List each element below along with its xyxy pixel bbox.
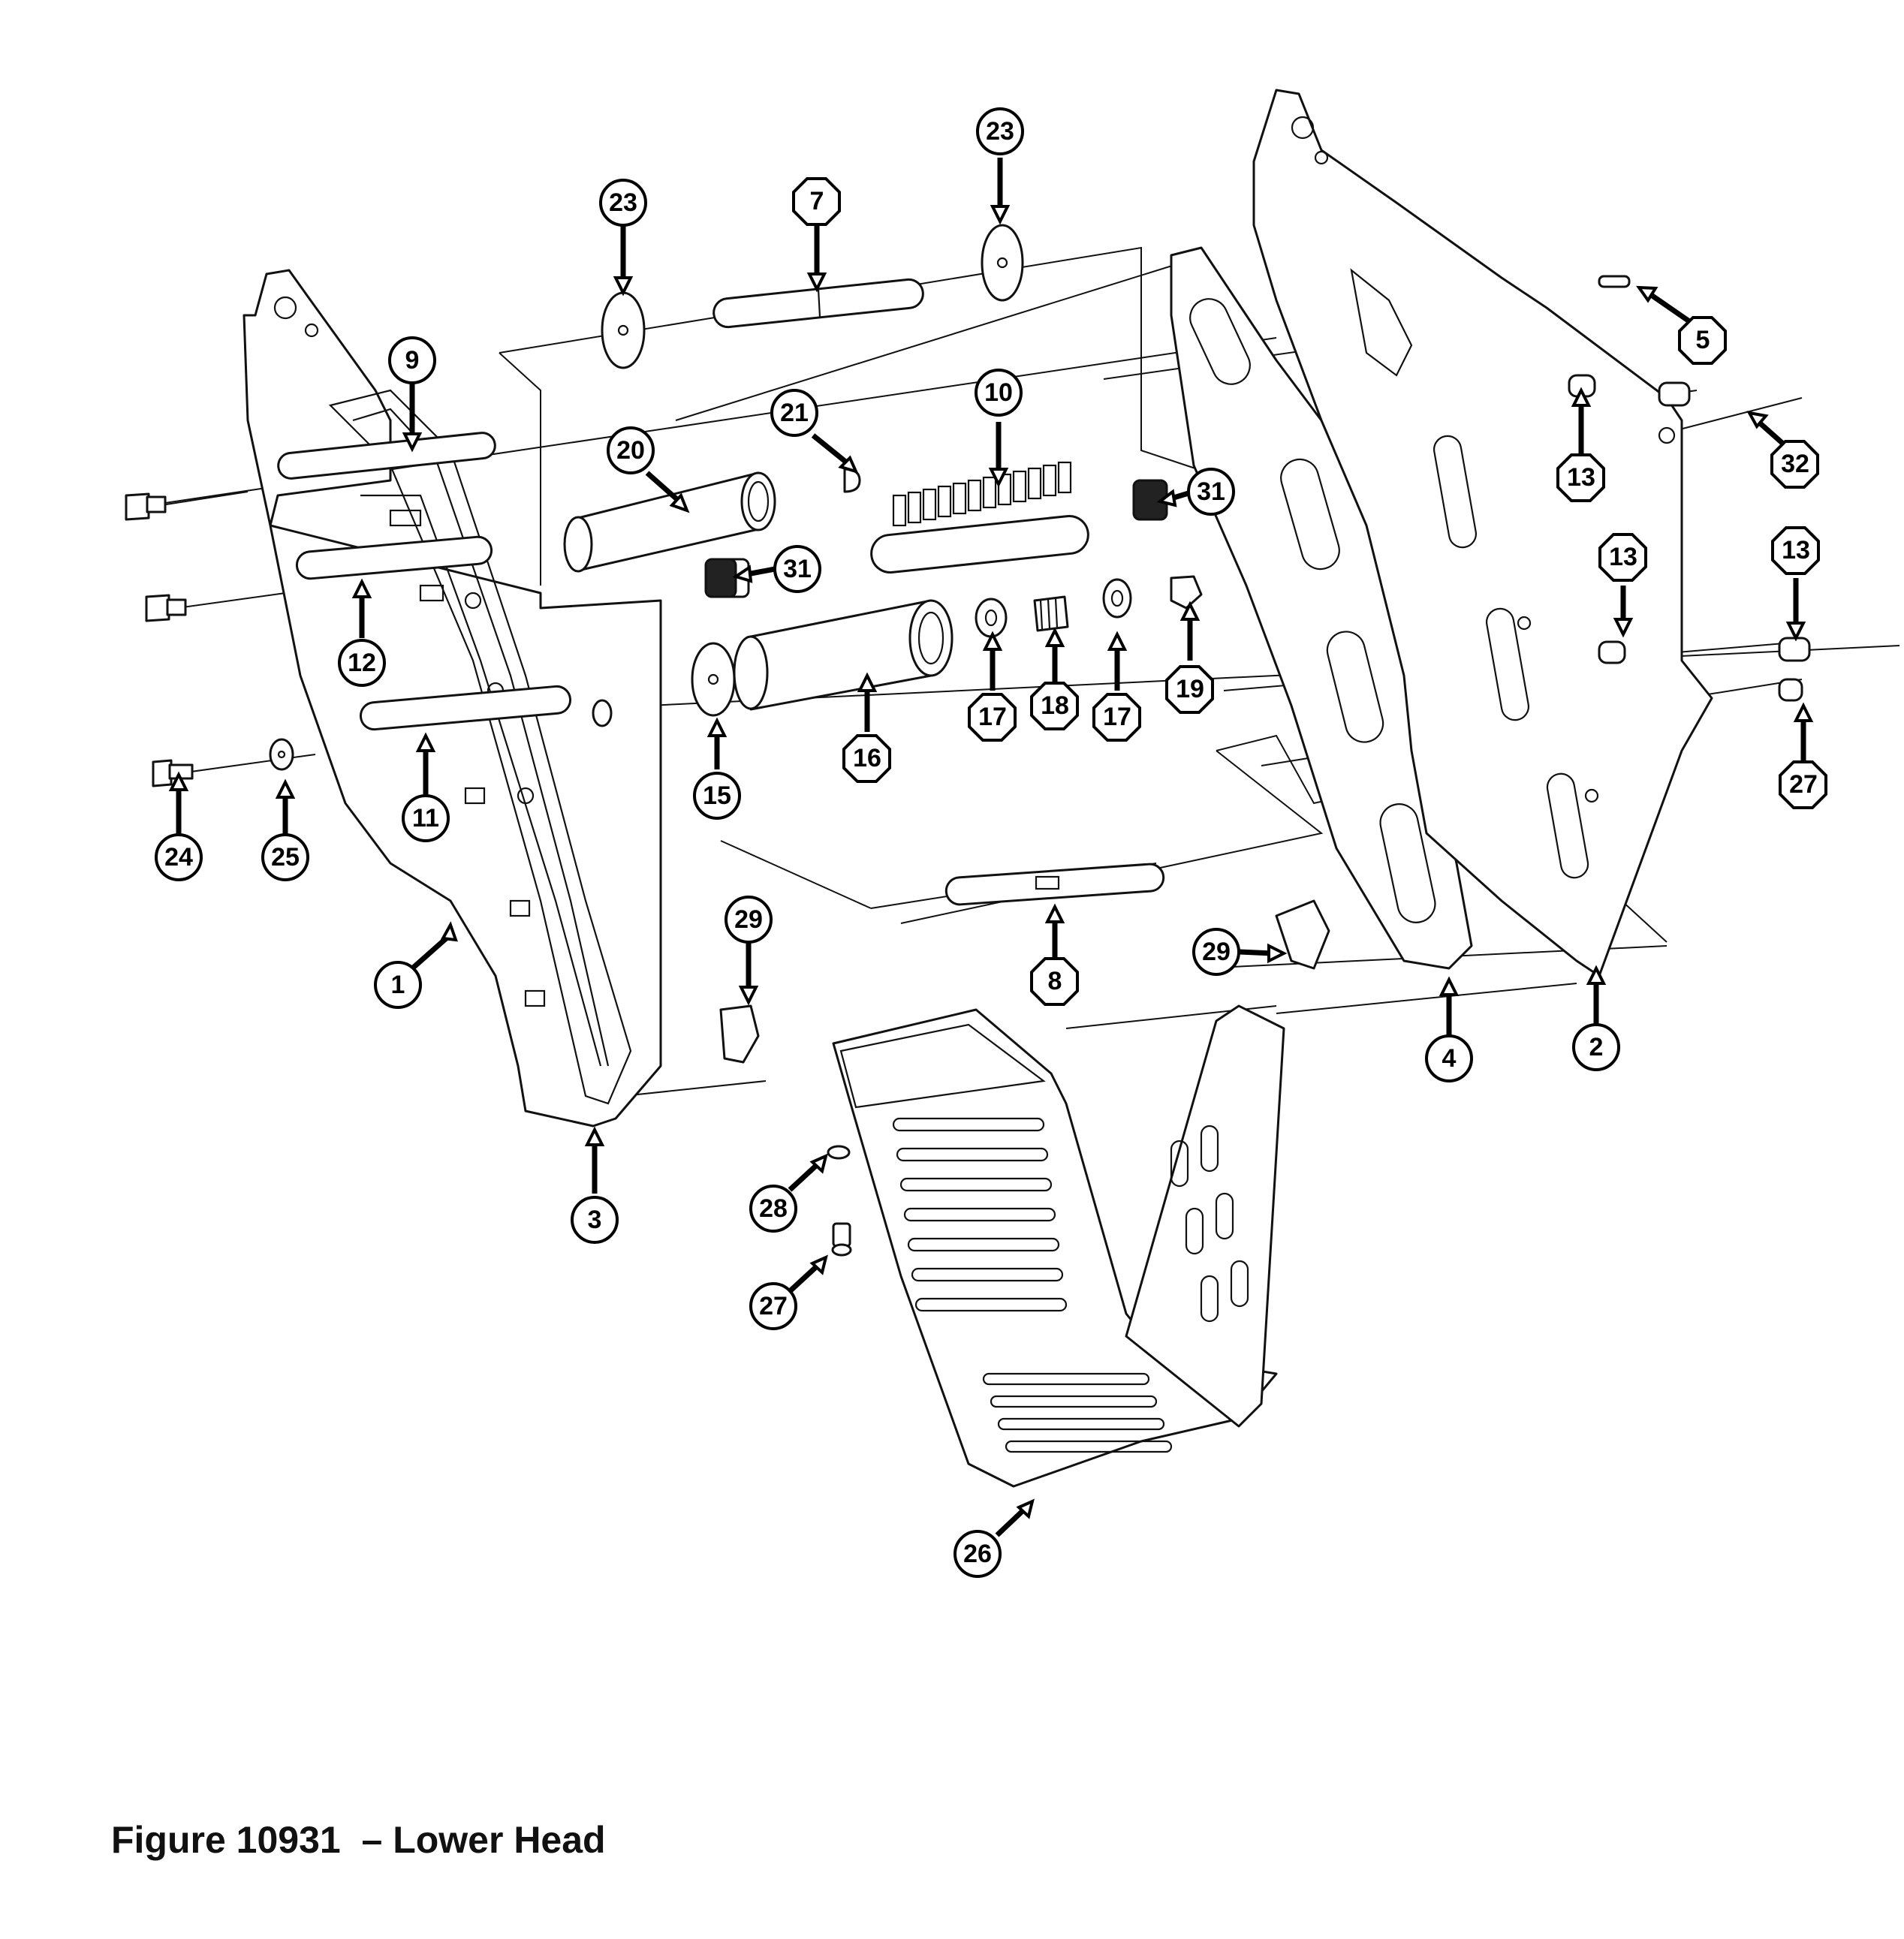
- callout-label: 17: [1103, 703, 1131, 731]
- bottom-tray: [827, 1004, 1285, 1488]
- callout-label: 26: [963, 1540, 992, 1568]
- callout-label: 4: [1442, 1044, 1457, 1073]
- callout-label: 25: [271, 843, 300, 872]
- callout-label: 31: [1197, 477, 1225, 506]
- callout-11[interactable]: 11: [402, 794, 450, 842]
- callout-13c[interactable]: 13: [1771, 526, 1820, 575]
- callout-19[interactable]: 19: [1165, 665, 1214, 714]
- callout-15[interactable]: 15: [693, 772, 741, 820]
- callout-32[interactable]: 32: [1770, 440, 1819, 489]
- callout-label: 32: [1781, 450, 1809, 478]
- callout-4[interactable]: 4: [1425, 1034, 1473, 1082]
- callout-label: 24: [164, 843, 193, 872]
- callout-23b[interactable]: 23: [976, 107, 1024, 155]
- callout-9[interactable]: 9: [388, 336, 436, 384]
- callout-label: 23: [609, 188, 637, 217]
- callout-12[interactable]: 12: [338, 639, 386, 687]
- assembly-drawing: [125, 89, 1900, 1488]
- callout-8[interactable]: 8: [1030, 957, 1079, 1006]
- callout-label: 3: [588, 1206, 602, 1234]
- callout-label: 20: [616, 436, 645, 465]
- right-bolts: [1568, 275, 1811, 702]
- callout-26[interactable]: 26: [954, 1530, 1002, 1578]
- left-bolts: [125, 492, 294, 787]
- left-shafts: [277, 432, 613, 731]
- callout-25[interactable]: 25: [261, 833, 309, 881]
- callout-23a[interactable]: 23: [599, 179, 647, 227]
- callout-label: 13: [1782, 536, 1810, 565]
- callout-label: 13: [1567, 463, 1595, 492]
- callout-label: 19: [1176, 675, 1204, 703]
- callout-21[interactable]: 21: [770, 389, 818, 437]
- callouts: 1 2 3 4 5 7 8 9 10 11 12 13 13 13 15 16 …: [155, 107, 1827, 1578]
- washers: [601, 224, 1203, 717]
- callout-label: 31: [783, 555, 812, 583]
- callout-18[interactable]: 18: [1030, 682, 1079, 730]
- callout-label: 16: [853, 744, 881, 772]
- callout-27a[interactable]: 27: [1779, 760, 1827, 809]
- callout-label: 13: [1609, 543, 1637, 571]
- callout-31b[interactable]: 31: [773, 545, 821, 593]
- callout-label: 29: [1202, 938, 1231, 966]
- callout-label: 8: [1048, 967, 1062, 995]
- callout-label: 10: [984, 378, 1013, 407]
- callout-29a[interactable]: 29: [725, 896, 773, 944]
- callout-3[interactable]: 3: [571, 1196, 619, 1244]
- callout-10[interactable]: 10: [975, 369, 1023, 417]
- callout-28[interactable]: 28: [749, 1185, 797, 1233]
- callout-24[interactable]: 24: [155, 833, 203, 881]
- callout-label: 9: [405, 346, 420, 375]
- right-outer-plate: [1252, 89, 1713, 977]
- callout-5[interactable]: 5: [1678, 316, 1727, 365]
- figure-caption: Figure 10931 – Lower Head: [111, 1819, 606, 1861]
- center-rollers: [563, 461, 1168, 711]
- callout-20[interactable]: 20: [607, 426, 655, 474]
- callout-label: 23: [986, 117, 1014, 146]
- callout-1[interactable]: 1: [374, 961, 422, 1009]
- tray-side-slots: [1170, 1125, 1249, 1323]
- callout-label: 21: [780, 399, 809, 427]
- callout-2[interactable]: 2: [1572, 1023, 1620, 1071]
- callout-label: 27: [759, 1292, 788, 1320]
- callout-7[interactable]: 7: [792, 177, 841, 226]
- bottom-shaft: [944, 863, 1165, 906]
- callout-label: 2: [1589, 1033, 1604, 1061]
- callout-label: 18: [1041, 691, 1069, 720]
- tray-slots: [892, 1117, 1173, 1453]
- callout-label: 12: [348, 649, 376, 677]
- callout-31a[interactable]: 31: [1187, 468, 1235, 516]
- callout-13a[interactable]: 13: [1556, 453, 1605, 502]
- right-inner-plate: [1170, 246, 1473, 970]
- callout-label: 15: [703, 781, 731, 810]
- callout-label: 28: [759, 1194, 788, 1223]
- callout-label: 1: [391, 971, 405, 999]
- clips: [719, 899, 1330, 1064]
- callout-label: 27: [1789, 770, 1818, 799]
- callout-16[interactable]: 16: [842, 734, 891, 783]
- callout-label: 29: [734, 905, 763, 934]
- callout-label: 5: [1696, 326, 1710, 354]
- callout-label: 7: [810, 187, 824, 215]
- roller-ribs: [892, 461, 1072, 527]
- callout-17a[interactable]: 17: [968, 693, 1017, 742]
- callout-29b[interactable]: 29: [1192, 928, 1240, 976]
- callout-label: 11: [412, 804, 439, 833]
- callout-13b[interactable]: 13: [1598, 533, 1647, 582]
- callout-17b[interactable]: 17: [1092, 693, 1141, 742]
- callout-27b[interactable]: 27: [749, 1282, 797, 1330]
- callout-label: 17: [978, 703, 1007, 731]
